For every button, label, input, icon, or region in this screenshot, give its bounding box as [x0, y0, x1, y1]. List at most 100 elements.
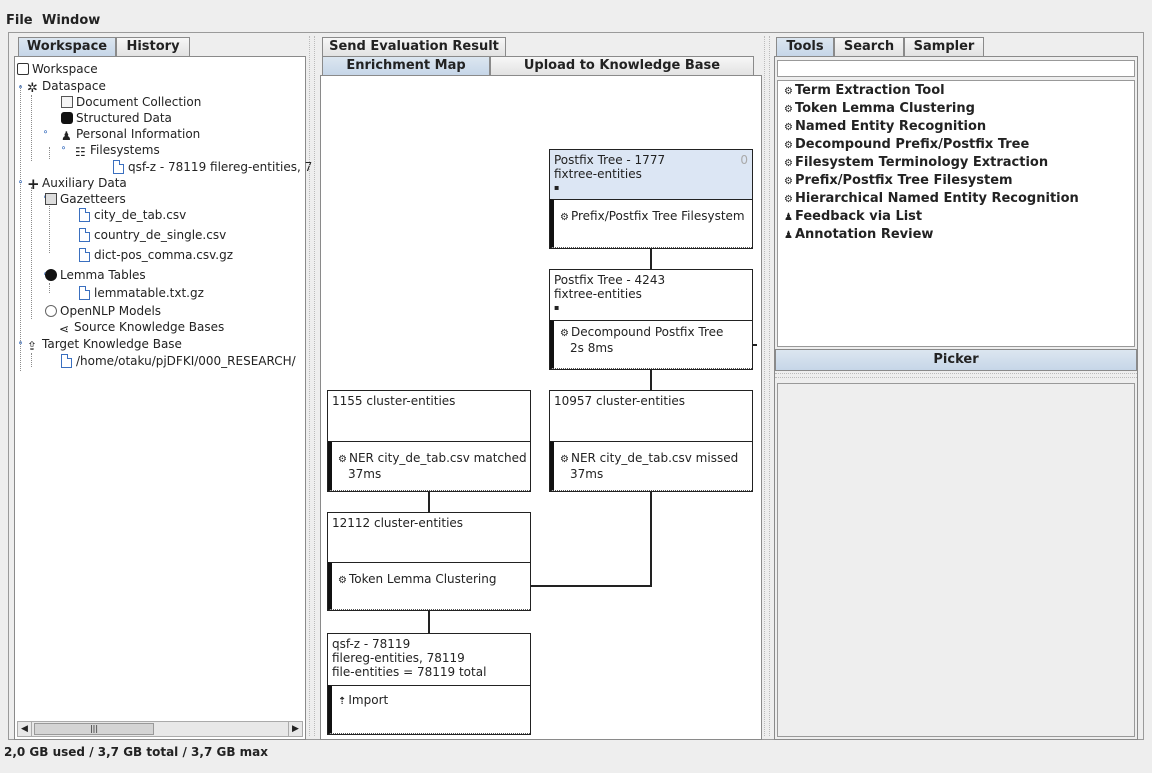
tree-item-lemmatable[interactable]: lemmatable.txt.gz [79, 285, 204, 301]
tool-term-extraction[interactable]: ⚙Term Extraction Tool [784, 82, 945, 100]
tool-named-entity-recognition[interactable]: ⚙Named Entity Recognition [784, 118, 986, 136]
workspace-tree-panel: Workspace ⚬ ✲Dataspace Document Collecti… [14, 56, 312, 740]
node-cluster-1155[interactable]: 1155 cluster-entities ⚙NER city_de_tab.c… [327, 390, 531, 492]
node-title: 1155 cluster-entities [332, 394, 456, 408]
briefcase-icon [17, 63, 29, 75]
tree-item-lemma-tables[interactable]: Lemma Tables [45, 267, 146, 283]
tree-item-filesystems[interactable]: ☷Filesystems [75, 143, 160, 159]
enrichment-map-canvas: Postfix Tree - 1777 fixtree-entities ▪ 0… [320, 75, 762, 740]
gear-icon: ⚙ [784, 158, 793, 169]
expand-toggle-icon[interactable]: ⚬ [16, 339, 25, 349]
picker-button[interactable]: Picker [775, 349, 1137, 371]
tool-feedback-list[interactable]: ♟Feedback via List [784, 208, 922, 226]
scroll-thumb[interactable]: ||| [34, 723, 154, 735]
tree-item-document-collection[interactable]: Document Collection [61, 94, 201, 110]
scroll-right-icon[interactable]: ▶ [288, 722, 302, 736]
node-title: qsf-z - 78119 [332, 637, 411, 651]
gear-icon: ⚙ [784, 140, 793, 151]
tree-item-gazetteers[interactable]: Gazetteers [45, 191, 126, 207]
expand-toggle-icon[interactable]: ⚬ [16, 178, 25, 188]
plus-icon: + [27, 175, 40, 193]
file-icon [79, 208, 90, 222]
tree-item-opennlp[interactable]: OpenNLP Models [45, 303, 161, 319]
gear-icon: ⚙ [560, 212, 569, 223]
horizontal-scrollbar[interactable]: ◀ ||| ▶ [17, 721, 303, 737]
tree-item-auxiliary-data[interactable]: +Auxiliary Data [27, 175, 127, 193]
node-subtitle: fixtree-entities [554, 287, 642, 301]
node-cluster-12112[interactable]: 12112 cluster-entities ⚙Token Lemma Clus… [327, 512, 531, 611]
connector [529, 585, 652, 587]
tree-guide [49, 147, 50, 159]
expand-toggle-icon[interactable]: ⚬ [16, 83, 25, 93]
node-postfix-tree-4243[interactable]: Postfix Tree - 4243 fixtree-entities ▪ ⚙… [549, 269, 753, 370]
node-postfix-tree-1777[interactable]: Postfix Tree - 1777 fixtree-entities ▪ 0… [549, 149, 753, 249]
tab-history[interactable]: History [116, 37, 190, 56]
tab-workspace[interactable]: Workspace [18, 37, 116, 56]
tool-prefix-postfix-filesystem[interactable]: ⚙Prefix/Postfix Tree Filesystem [784, 172, 1013, 190]
scroll-left-icon[interactable]: ◀ [18, 722, 32, 736]
gear-icon: ⚙ [338, 454, 347, 465]
node-badge: 0 [740, 153, 748, 167]
node-marker: ▪ [554, 303, 560, 312]
connector [650, 249, 652, 269]
tree-item-workspace[interactable]: Workspace [17, 61, 98, 77]
node-qsf-import[interactable]: qsf-z - 78119 filereg-entities, 78119 fi… [327, 633, 531, 735]
upload-kb-icon: ⇪ [27, 339, 38, 353]
tree-item-target-path[interactable]: /home/otaku/pjDFKI/000_RESEARCH/ [61, 353, 296, 369]
tab-sampler[interactable]: Sampler [904, 37, 984, 56]
node-cluster-10957[interactable]: 10957 cluster-entities ⚙NER city_de_tab.… [549, 390, 753, 492]
gear-icon: ⚙ [338, 575, 347, 586]
tree-item-dataspace[interactable]: ✲Dataspace [27, 79, 106, 96]
tree-item-dict-csv[interactable]: dict-pos_comma.csv.gz [79, 247, 233, 263]
expand-toggle-icon[interactable]: ⚬ [59, 144, 68, 154]
share-icon: ⋖ [59, 322, 70, 336]
file-icon [79, 286, 90, 300]
gazetteer-icon [45, 193, 57, 205]
network-icon: ✲ [27, 81, 38, 96]
tool-hierarchical-ner[interactable]: ⚙Hierarchical Named Entity Recognition [784, 190, 1079, 208]
tab-search[interactable]: Search [834, 37, 904, 56]
tree-guide [49, 203, 50, 253]
node-title: Postfix Tree - 4243 [554, 273, 666, 287]
tool-filesystem-terminology[interactable]: ⚙Filesystem Terminology Extraction [784, 154, 1048, 172]
tree-item-target-kb[interactable]: ⇪Target Knowledge Base [27, 337, 182, 353]
database-icon [61, 112, 73, 124]
node-tool-label: Import [348, 693, 389, 707]
tree-item-source-kb[interactable]: ⋖Source Knowledge Bases [59, 320, 225, 336]
tools-filter-input[interactable] [777, 60, 1135, 77]
filesystem-icon: ☷ [75, 145, 86, 159]
menu-bar: File Window [0, 0, 1152, 32]
connector [428, 611, 430, 633]
tree-guide [31, 95, 32, 161]
tab-send-evaluation[interactable]: Send Evaluation Result [322, 37, 506, 56]
tree-item-country-csv[interactable]: country_de_single.csv [79, 227, 226, 243]
tab-enrichment-map[interactable]: Enrichment Map [322, 56, 490, 75]
menu-file[interactable]: File [6, 13, 33, 28]
tab-upload-knowledge-base[interactable]: Upload to Knowledge Base [490, 56, 754, 75]
tree-guide [31, 353, 32, 367]
models-icon [45, 305, 57, 317]
picker-splitter[interactable] [775, 373, 1137, 378]
menu-window[interactable]: Window [42, 13, 101, 28]
right-splitter[interactable] [764, 36, 770, 736]
tool-decompound-tree[interactable]: ⚙Decompound Prefix/Postfix Tree [784, 136, 1029, 154]
file-icon [61, 354, 72, 368]
expand-toggle-icon[interactable]: ⚬ [41, 128, 50, 138]
tree-guide [31, 187, 32, 319]
tree-item-city-csv[interactable]: city_de_tab.csv [79, 207, 186, 223]
tools-list: ⚙Term Extraction Tool ⚙Token Lemma Clust… [777, 80, 1135, 347]
person-icon: ♟ [784, 230, 793, 241]
status-bar: 2,0 GB used / 3,7 GB total / 3,7 GB max [0, 742, 1152, 773]
tree-guide [49, 283, 50, 293]
file-icon [113, 160, 124, 174]
gear-icon: ⚙ [784, 104, 793, 115]
tool-token-lemma-clustering[interactable]: ⚙Token Lemma Clustering [784, 100, 975, 118]
node-tool-label: Prefix/Postfix Tree Filesystem [570, 209, 745, 223]
tree-item-qsf-entry[interactable]: qsf-z - 78119 filereg-entities, 7 [113, 159, 312, 175]
tree-item-personal-information[interactable]: ♟Personal Information [61, 127, 201, 143]
left-splitter[interactable] [309, 36, 315, 736]
gear-icon: ⚙ [784, 176, 793, 187]
tool-annotation-review[interactable]: ♟Annotation Review [784, 226, 933, 244]
tab-tools[interactable]: Tools [776, 37, 834, 56]
tree-item-structured-data[interactable]: Structured Data [61, 110, 172, 126]
